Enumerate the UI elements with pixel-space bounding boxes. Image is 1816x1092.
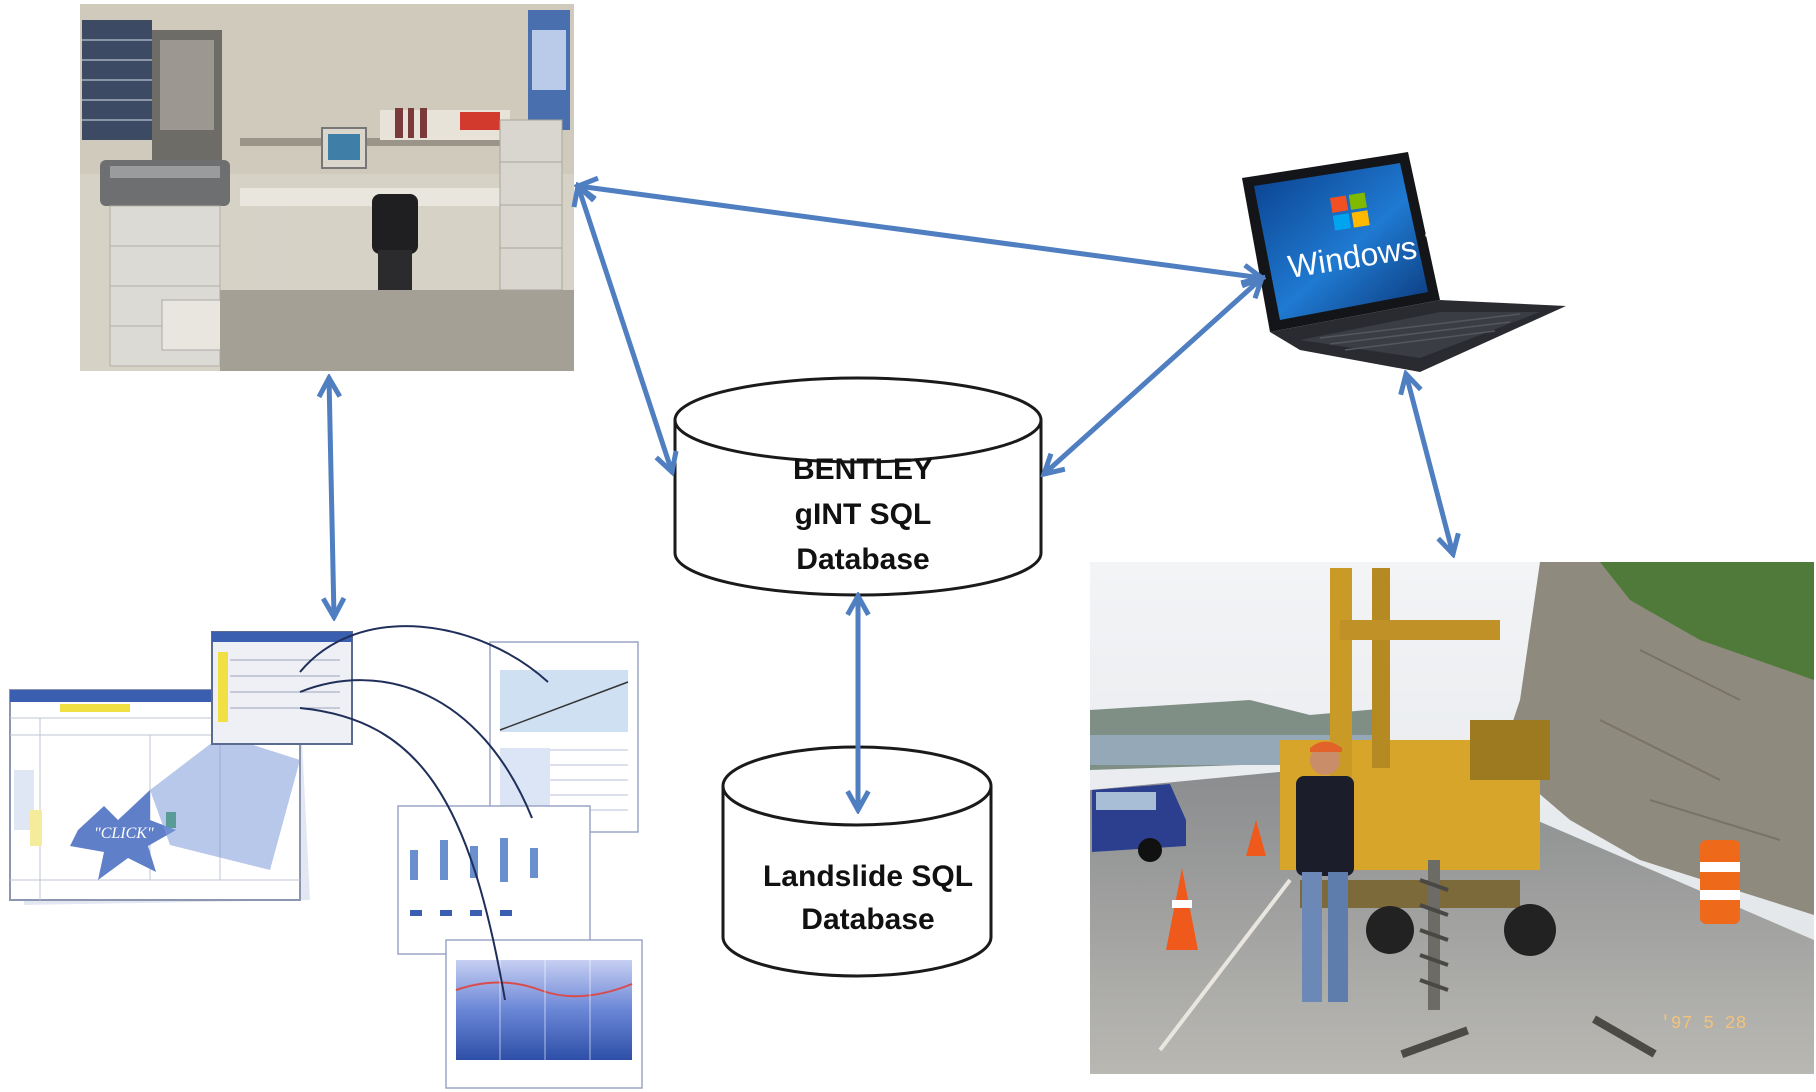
bentley-db-line-3: Database xyxy=(796,543,929,576)
report-documents: "CLICK" xyxy=(9,625,643,1089)
report-sheet-profile xyxy=(445,939,643,1089)
office-photo xyxy=(80,4,574,371)
arrow-laptop-drill xyxy=(1406,374,1453,554)
bentley-db-line-1: BENTLEY xyxy=(793,453,933,486)
landslide-db-line-2: Database xyxy=(801,903,934,936)
report-sheet-graph xyxy=(489,641,639,833)
click-callout: "CLICK" xyxy=(94,825,154,842)
arrow-office-reports xyxy=(329,378,334,617)
laptop-icon: Windows 7 xyxy=(1242,152,1566,372)
bentley-database: BENTLEY gINT SQL Database xyxy=(673,376,1043,597)
arrow-laptop-bentley xyxy=(1044,278,1262,474)
bentley-db-line-2: gINT SQL xyxy=(795,498,932,531)
landslide-database: Landslide SQL Database xyxy=(721,745,993,978)
landslide-db-line-1: Landslide SQL xyxy=(763,860,973,893)
drill-rig-photo: '97 5 28 xyxy=(1090,562,1814,1074)
arrow-office-bentley xyxy=(578,186,672,472)
data-entry-dialog xyxy=(211,631,353,745)
connection-arrows xyxy=(329,186,1453,810)
photo-date-stamp: '97 5 28 xyxy=(1660,1014,1746,1034)
report-sheet-log xyxy=(397,805,591,955)
arrow-office-laptop xyxy=(578,186,1262,278)
